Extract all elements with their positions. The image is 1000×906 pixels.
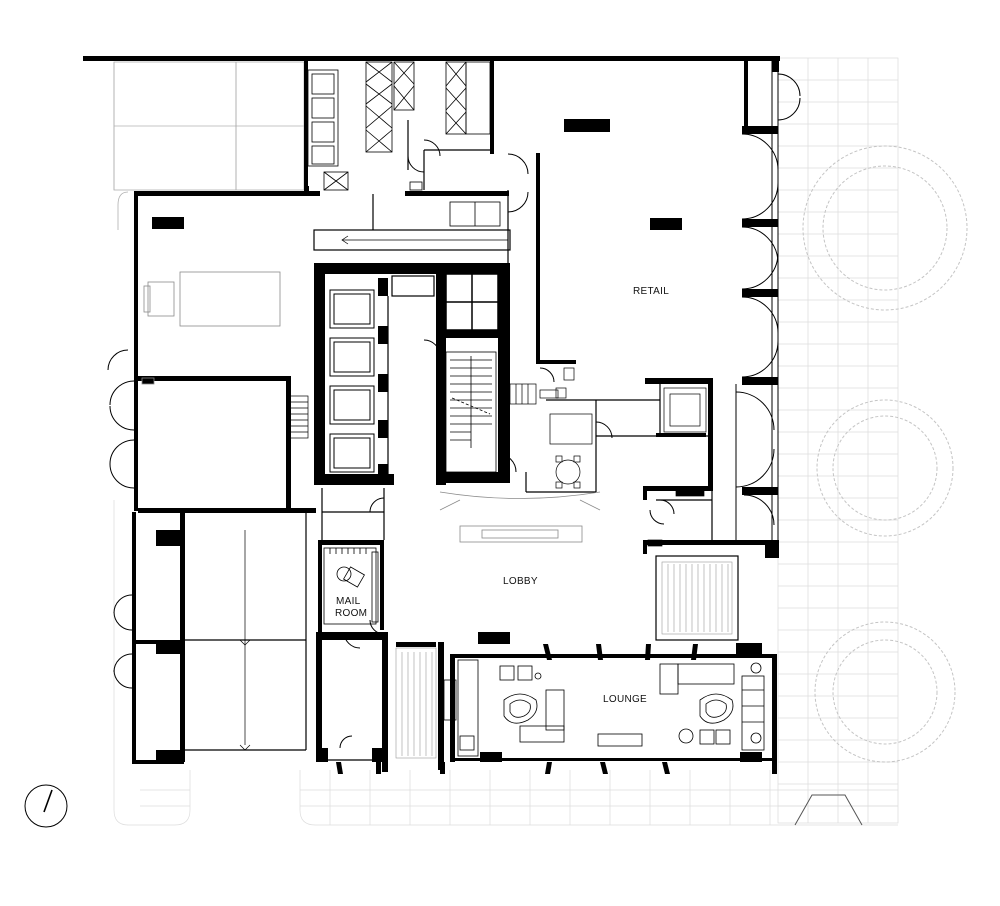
- storage-bins: [307, 61, 501, 227]
- elevator-bank: [329, 289, 375, 473]
- south-sidewalk: [113, 500, 898, 826]
- lobby-desk: [439, 491, 601, 543]
- west-site-lines: [113, 61, 305, 230]
- structural-walls: [83, 56, 780, 774]
- sidewalk-paving: [777, 57, 899, 824]
- shafts: [445, 273, 499, 331]
- lounge-fins: [336, 642, 698, 774]
- door-swings: [107, 73, 801, 749]
- retail-curtain-wall: [735, 60, 779, 548]
- room-label-lobby: LOBBY: [503, 576, 538, 587]
- partitions: [184, 120, 739, 761]
- west-room-furniture: [141, 271, 281, 385]
- room-label-mail-room-line2: ROOM: [335, 608, 367, 619]
- elevator-jambs: [378, 278, 388, 476]
- north-arrow-icon: [24, 784, 68, 828]
- west-stairs: [289, 383, 537, 439]
- office-furniture: [539, 367, 707, 547]
- trees: [802, 145, 968, 763]
- room-label-retail: RETAIL: [633, 286, 669, 297]
- stair: [445, 351, 497, 473]
- lounge-furniture: [443, 659, 765, 757]
- room-label-mail-room-line1: MAIL: [336, 596, 361, 607]
- mail-room-furniture: [323, 547, 379, 625]
- parking-lanes: [235, 62, 508, 751]
- room-label-lounge: LOUNGE: [603, 694, 647, 705]
- entry-mats: [395, 561, 733, 759]
